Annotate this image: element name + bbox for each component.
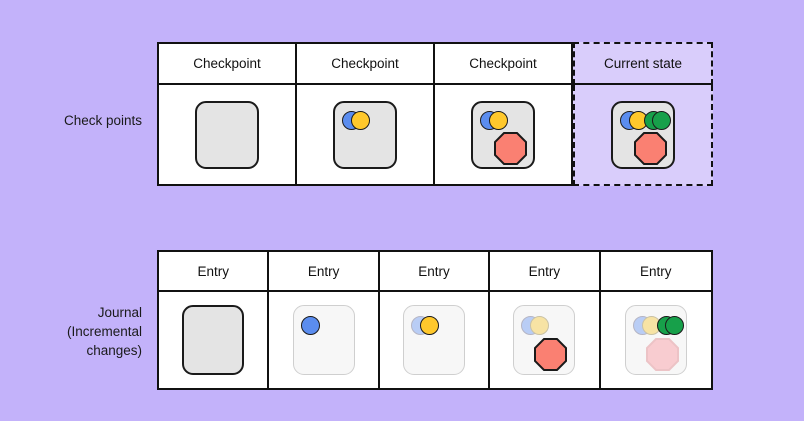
journal-table: Entry Entry Entry Entry Entry — [157, 250, 713, 390]
journal-header-cell: Entry — [600, 252, 711, 292]
journal-body-cell — [269, 292, 380, 388]
journal-body-cell — [159, 292, 270, 388]
journal-header-cell: Entry — [379, 252, 491, 292]
journal-body-cell — [600, 292, 711, 388]
state-card — [611, 100, 675, 169]
checkpoints-row-label: Check points — [63, 113, 142, 128]
checkpoint-body-cell — [159, 85, 297, 184]
blue-circle-icon — [300, 316, 320, 335]
entry-card — [292, 305, 355, 375]
current-state-header-cell: Current state — [573, 42, 713, 85]
checkpoints-header-cell: Checkpoint — [297, 44, 435, 85]
journal-header-cell: Entry — [159, 252, 270, 292]
salmon-octagon-icon — [494, 131, 527, 165]
salmon-octagon-icon — [634, 131, 667, 165]
checkpoints-table: Checkpoint Checkpoint Checkpoint Current… — [157, 42, 713, 186]
journal-header-cell: Entry — [269, 252, 380, 292]
salmon-octagon-faded-icon — [645, 338, 679, 371]
green-circle-icon — [664, 316, 684, 335]
journal-header-cell: Entry — [490, 252, 601, 292]
entry-card — [402, 305, 465, 375]
checkpoint-body-cell — [297, 85, 435, 184]
gold-circle-icon — [419, 316, 439, 335]
state-card — [471, 100, 535, 169]
gold-circle-icon — [351, 110, 370, 130]
entry-card — [182, 305, 245, 375]
gold-circle-faded-icon — [530, 316, 550, 335]
current-state-body-cell — [573, 85, 713, 186]
salmon-octagon-icon — [534, 338, 568, 371]
journal-body-cell — [490, 292, 601, 388]
state-card — [195, 100, 259, 169]
entry-card — [624, 305, 687, 375]
checkpoints-header-cell: Checkpoint — [159, 44, 297, 85]
journal-row-label: Journal (Incremental changes) — [66, 305, 142, 358]
state-card — [333, 100, 397, 169]
checkpoint-body-cell — [435, 85, 573, 184]
green-circle-icon — [652, 110, 671, 130]
entry-card — [513, 305, 576, 375]
gold-circle-icon — [489, 110, 508, 130]
journal-body-cell — [379, 292, 491, 388]
checkpoints-header-cell: Checkpoint — [435, 44, 573, 85]
